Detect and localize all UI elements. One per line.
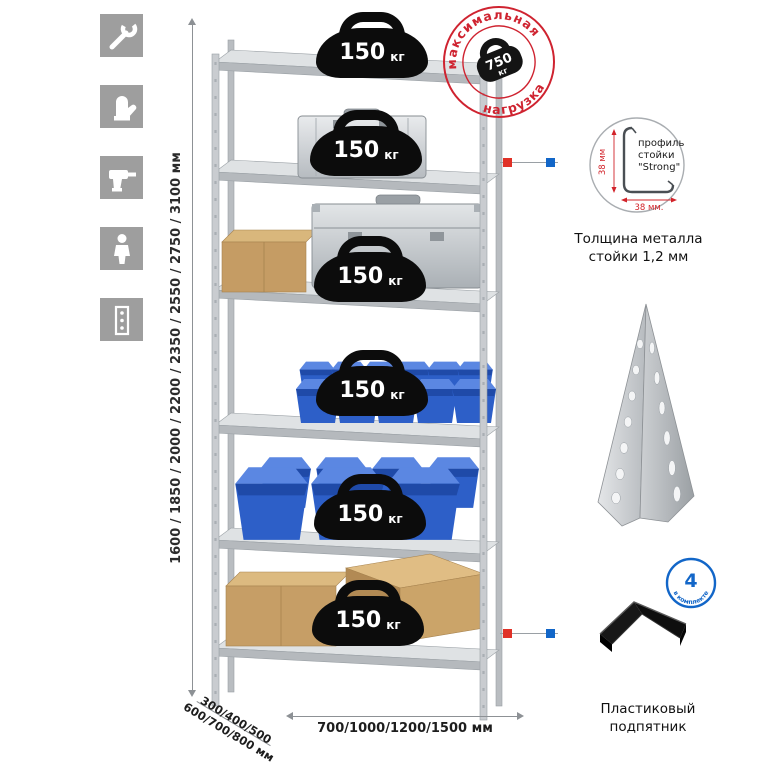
drill-icon: [108, 169, 136, 191]
plastic-foot-image: [599, 601, 687, 652]
shelf-load-badge: 150 кг: [310, 126, 422, 176]
max-load-stamp: максимальная нагрузка 750 кг: [441, 4, 555, 120]
corner-post-image: [597, 303, 695, 527]
cardboard-box-small: [221, 229, 319, 293]
badge-unit: кг: [390, 49, 405, 64]
perforated-post-icon: [114, 305, 129, 335]
icon-tile-person: [100, 227, 143, 270]
height-dimension-line: [192, 24, 193, 690]
foot-caption: Пластиковый подпятник: [600, 701, 696, 736]
icon-tile-gloves: [100, 85, 143, 128]
badge-count: 4: [684, 570, 697, 592]
height-arrow-bottom: [188, 690, 196, 697]
shelf-load-badge: 150 кг: [314, 252, 426, 302]
width-arrow-left: [286, 712, 293, 720]
feature-icon-rail: [100, 14, 143, 341]
callout-marker-blue-top: [546, 158, 555, 167]
badge-value: 150: [339, 40, 386, 65]
icon-tile-assembly: [100, 14, 143, 57]
shelf-load-badge: 150 кг: [316, 28, 428, 78]
profile-label-3: "Strong": [638, 162, 680, 173]
profile-dim-vertical: 38 мм: [598, 149, 608, 175]
width-dimension-line: [292, 716, 518, 717]
callout-line-top: [500, 162, 558, 163]
width-dimension-label: 700/1000/1200/1500 мм: [317, 721, 493, 736]
gloves-icon: [113, 95, 136, 120]
stamp-kettlebell: [476, 45, 523, 82]
icon-tile-rack: [100, 298, 143, 341]
callout-marker-blue-bottom: [546, 629, 555, 638]
profile-label-1: профиль: [638, 138, 684, 149]
shelf-load-badge: 150 кг: [316, 366, 428, 416]
icon-tile-drill: [100, 156, 143, 199]
shelf-load-badge: 150 кг: [314, 490, 426, 540]
profile-caption: Толщина металла стойки 1,2 мм: [574, 231, 703, 266]
width-arrow-right: [517, 712, 524, 720]
callout-marker-red-top: [503, 158, 512, 167]
profile-label-2: стойки: [638, 150, 674, 161]
height-dimension-label: 1600 / 1850 / 2000 / 2200 / 2350 / 2550 …: [169, 152, 184, 564]
height-arrow-top: [188, 18, 196, 25]
included-count-badge: 4 в комплекте: [665, 557, 717, 609]
shelf-load-badge: 150 кг: [312, 596, 424, 646]
profile-drawing: [622, 126, 675, 194]
stamp-weight-unit: кг: [497, 66, 509, 78]
profile-dim-horizontal: 38 мм.: [634, 203, 663, 213]
callout-marker-red-bottom: [503, 629, 512, 638]
person-icon: [113, 233, 130, 264]
wrench-icon: [109, 20, 137, 49]
post-profile-callout: 38 мм 38 мм. профиль стойки "Strong": [589, 117, 685, 213]
callout-line-bottom: [500, 633, 558, 634]
